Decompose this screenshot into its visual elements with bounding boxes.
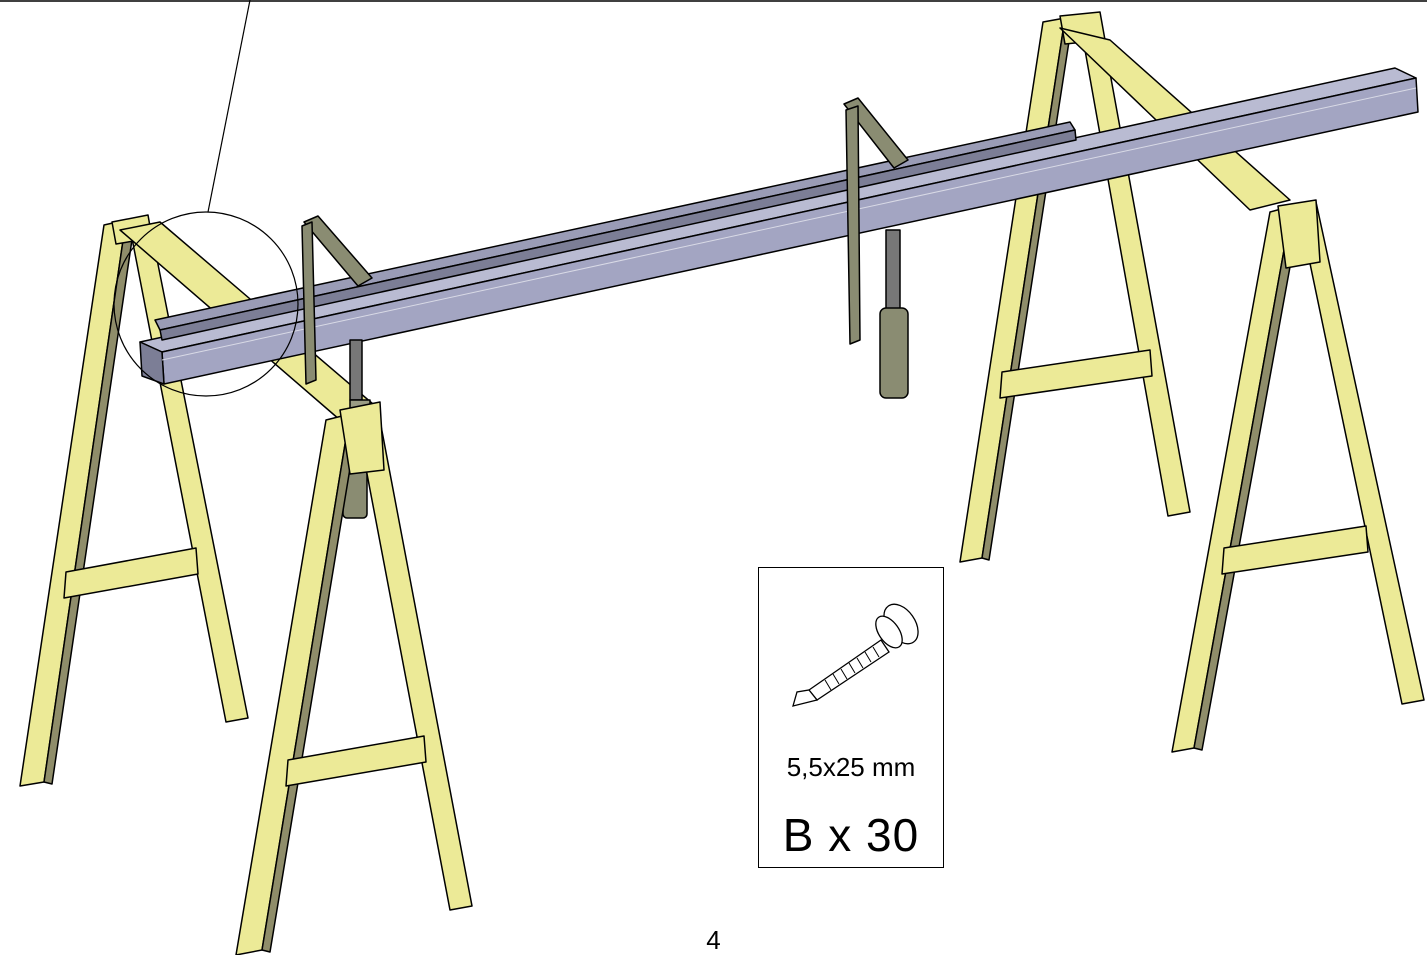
screw-size-label: 5,5x25 mm <box>786 752 916 782</box>
fastener-callout: 5,5x25 mm B x 30 <box>758 567 944 868</box>
steel-beam <box>139 67 1419 385</box>
sawhorse-front-left <box>235 401 473 955</box>
self-drilling-screw-icon <box>792 603 919 707</box>
clamp-right <box>843 97 909 399</box>
clamp-left <box>301 215 373 519</box>
detail-leader-line <box>207 0 251 213</box>
page-number: 4 <box>706 925 721 955</box>
sawhorse-front-right <box>1171 199 1425 753</box>
screw-quantity-label: B x 30 <box>782 809 920 861</box>
detail-callout-circle <box>113 211 299 397</box>
